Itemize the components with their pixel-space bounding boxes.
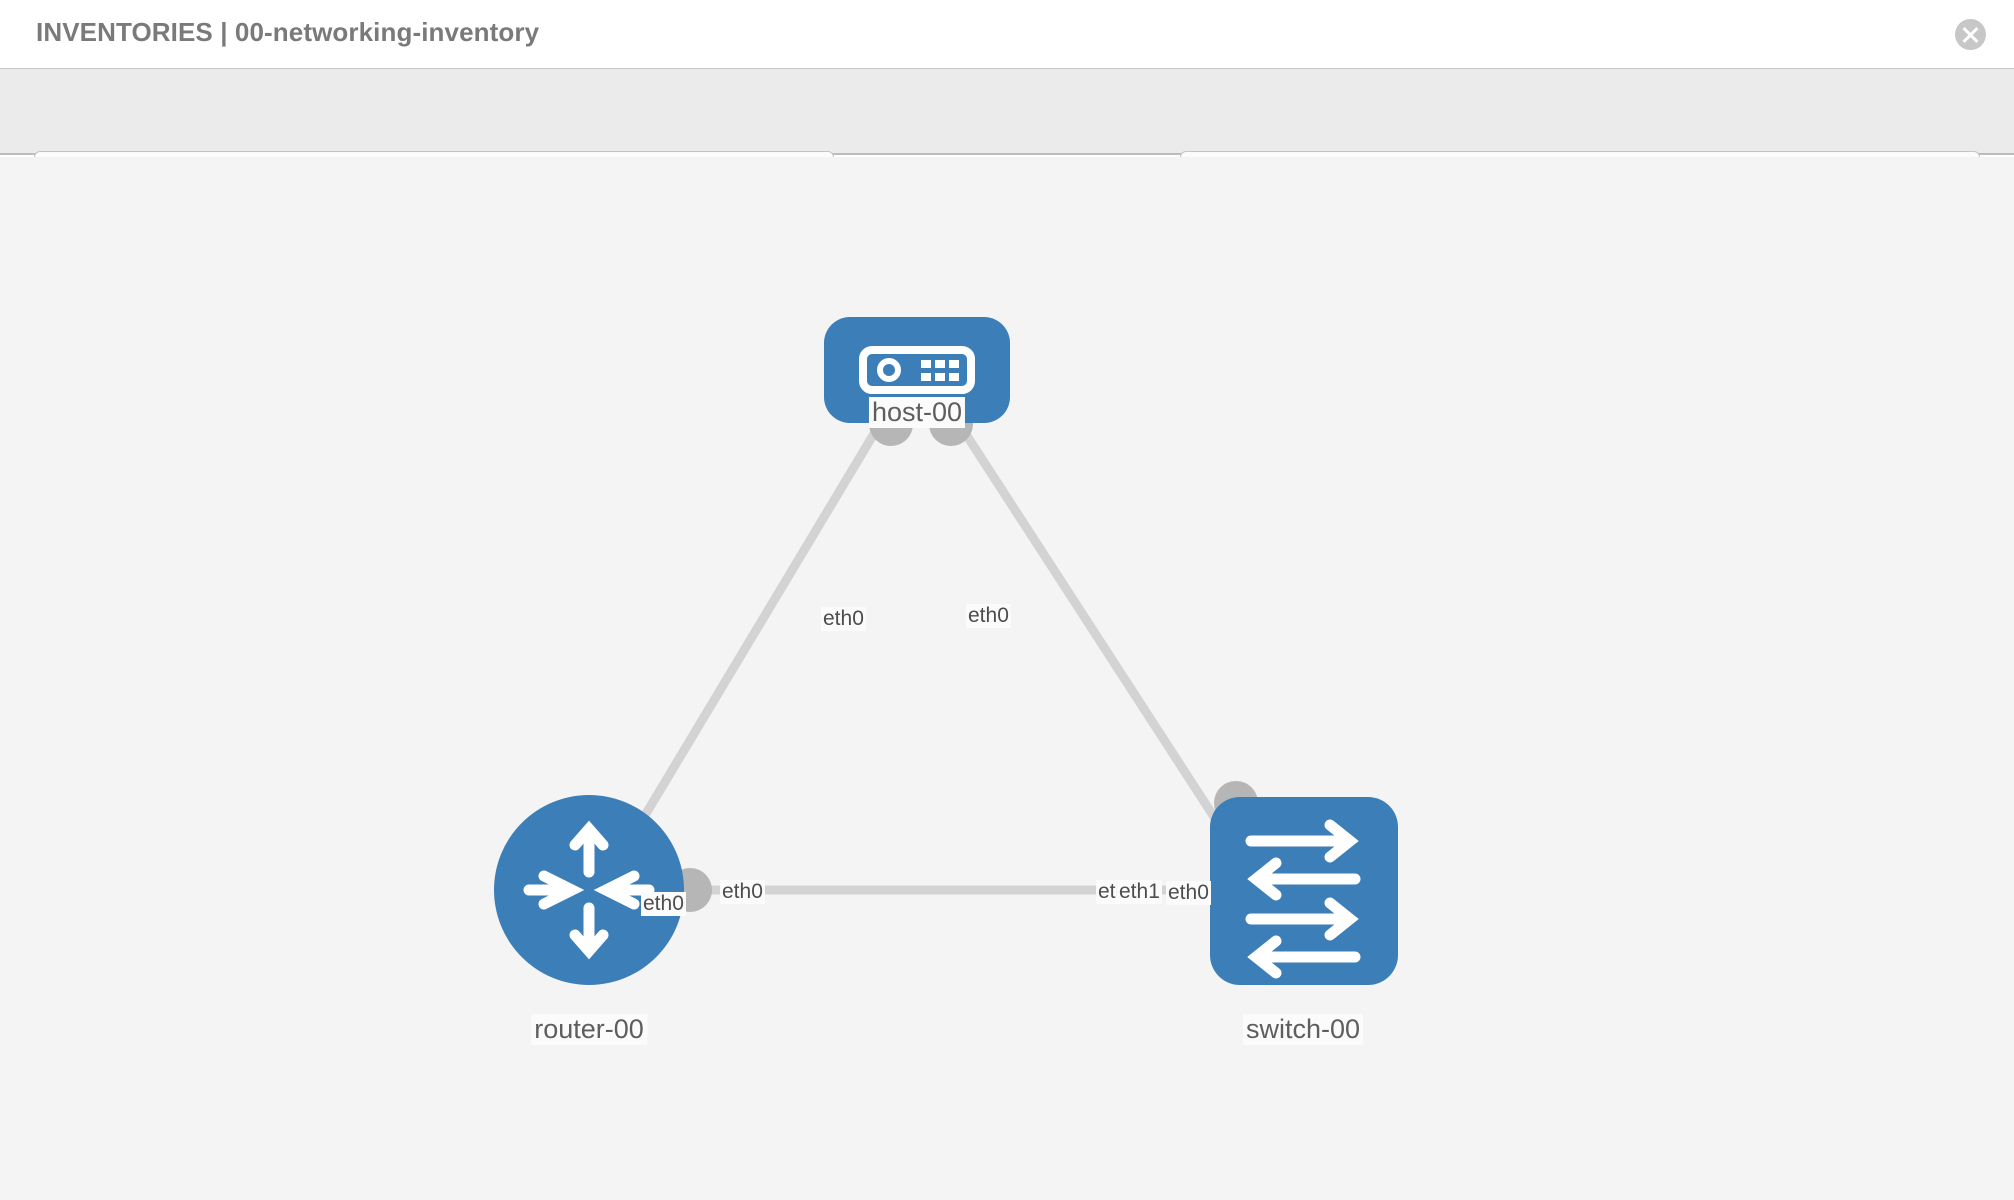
toolbar: ACTIONS SEARCH (0, 69, 2014, 201)
edge-label-host-left: eth0 (821, 607, 866, 631)
page-header: INVENTORIES | 00-networking-inventory (0, 0, 2014, 69)
node-label-switch-00: switch-00 (1242, 1014, 1364, 1045)
topology-graph (494, 317, 1398, 985)
topology-canvas[interactable]: host-00 router-00 switch-00 eth0 eth0 et… (0, 157, 2014, 1200)
edge-label-router-up: eth0 (641, 892, 686, 916)
node-label-host-00: host-00 (868, 397, 966, 428)
switch-arrows-icon (1245, 819, 1361, 979)
edge-label-host-right: eth0 (966, 604, 1011, 628)
edge-label-switch-up: eth0 (1166, 881, 1211, 905)
edge-label-router-right: eth0 (720, 880, 765, 904)
node-host-00[interactable] (824, 317, 1010, 423)
router-arrows-icon (523, 820, 655, 960)
edge-label-switch-left-front: eth1 (1117, 880, 1162, 904)
node-switch-00[interactable] (1210, 797, 1398, 985)
node-label-router-00: router-00 (531, 1014, 647, 1045)
page-title: INVENTORIES | 00-networking-inventory (36, 17, 540, 47)
edge-host-router (616, 399, 897, 860)
node-router-00[interactable] (494, 795, 684, 985)
interface-nubs (668, 402, 1258, 912)
edge-host-switch (941, 399, 1244, 860)
server-icon (859, 346, 975, 394)
close-icon[interactable] (1955, 19, 1986, 50)
